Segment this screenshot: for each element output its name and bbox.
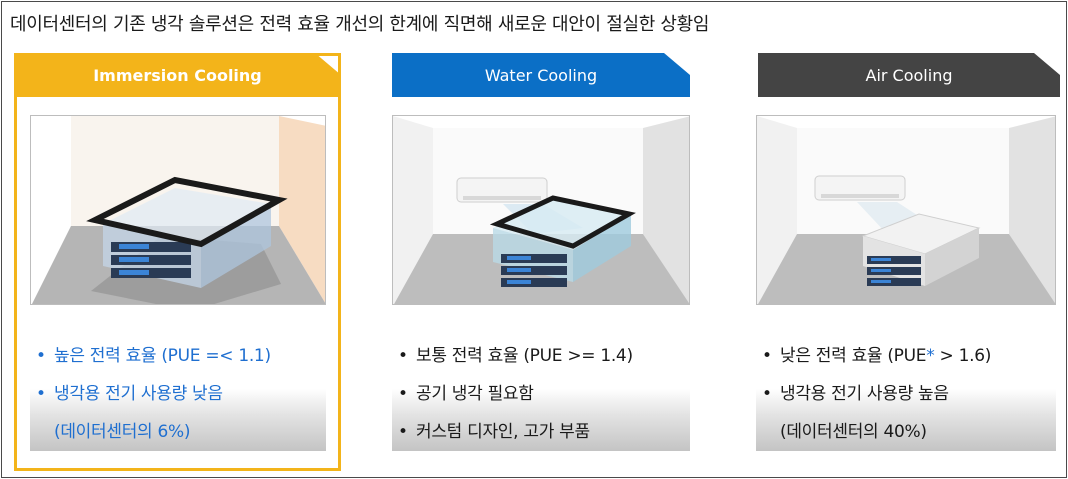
bullet-text: 낮은 전력 효율 (PUE [780,346,927,366]
bullet-dot: • [36,346,46,366]
footnote-asterisk: * [926,346,935,366]
bullet-dot: • [398,384,408,404]
bullet-dot: • [762,346,772,366]
bullet-text: 냉각용 전기 사용량 낮음 [54,384,223,404]
bullet-item: • 냉각용 전기 사용량 낮음 [36,379,223,404]
bullet-item: • 커스텀 디자인, 고가 부품 [398,417,590,442]
bullet-dot: • [36,384,46,404]
bullet-continuation: (데이터센터의 6%) [54,422,191,442]
immersion-tank-illustration [30,115,326,305]
immersion-cooling-banner: Immersion Cooling [14,53,341,97]
water-bullets: • 보통 전력 효율 (PUE >= 1.4) • 공기 냉각 필요함 • 커스텀 디… [392,331,690,451]
bullet-text: 공기 냉각 필요함 [416,384,534,404]
bullet-text: 커스텀 디자인, 고가 부품 [416,422,590,442]
immersion-cooling-column: Immersion Cooling • 높은 전력 효율 (PUE =< 1.1)… [14,53,341,471]
bullet-continuation: (데이터센터의 40%) [780,422,927,442]
bullet-item: • 공기 냉각 필요함 [398,379,534,404]
bullet-item: • 냉각용 전기 사용량 높음 [762,379,949,404]
water-cooling-banner: Water Cooling [392,53,690,97]
bullet-item: • 높은 전력 효율 (PUE =< 1.1) [36,341,271,366]
bullet-dot: • [398,346,408,366]
bullet-text: 보통 전력 효율 (PUE >= 1.4) [416,346,633,366]
immersion-bullets: • 높은 전력 효율 (PUE =< 1.1) • 냉각용 전기 사용량 낮음 (데… [30,331,326,451]
headline: 데이터센터의 기존 냉각 솔루션은 전력 효율 개선의 한계에 직면해 새로운 … [10,14,710,35]
bullet-dot: • [398,422,408,442]
air-cooling-banner: Air Cooling [758,53,1060,97]
bullet-item: • 보통 전력 효율 (PUE >= 1.4) [398,341,633,366]
bullet-text: > 1.6) [934,346,992,366]
bullet-dot: • [762,384,772,404]
bullet-text: 냉각용 전기 사용량 높음 [780,384,949,404]
air-cooling-illustration [756,115,1056,305]
bullet-item: • 낮은 전력 효율 (PUE* > 1.6) [762,341,991,366]
bullet-text: 높은 전력 효율 (PUE =< 1.1) [54,346,271,366]
water-cooling-illustration [392,115,690,305]
air-bullets: • 낮은 전력 효율 (PUE* > 1.6) • 냉각용 전기 사용량 높음 (데… [756,331,1056,451]
